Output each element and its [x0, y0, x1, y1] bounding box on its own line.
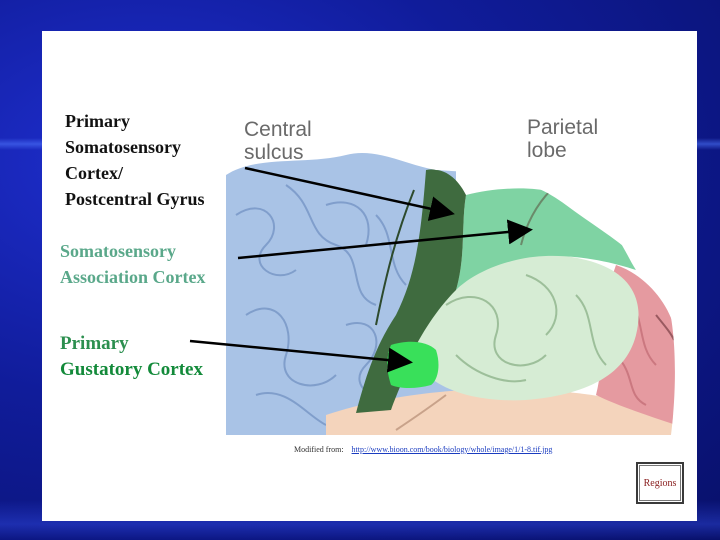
- primary-somatosensory-line4: Postcentral Gyrus: [65, 189, 205, 209]
- association-line1: Somatosensory: [60, 241, 176, 261]
- credit-link[interactable]: http://www.bioon.com/book/biology/whole/…: [351, 445, 553, 454]
- gustatory-line1: Primary: [60, 333, 129, 354]
- somatosensory-association-label: Somatosensory Association Cortex: [60, 238, 205, 290]
- image-credit: Modified from: http://www.bioon.com/book…: [294, 445, 552, 454]
- parietal-lobe-label: Parietal lobe: [527, 116, 598, 162]
- temporal-fold-line: [395, 394, 447, 431]
- central-sulcus-label: Central sulcus: [244, 118, 312, 164]
- primary-somatosensory-line1: Primary: [65, 111, 130, 131]
- credit-prefix: Modified from:: [294, 445, 344, 454]
- parietal-lobe-line2: lobe: [527, 139, 567, 162]
- gustatory-cortex: [387, 341, 439, 388]
- primary-somatosensory-line2: Somatosensory: [65, 137, 181, 157]
- regions-button-label: Regions: [639, 465, 681, 501]
- association-line2: Association Cortex: [60, 267, 206, 287]
- primary-somatosensory-line3: Cortex/: [65, 163, 123, 183]
- parietal-lobe: [411, 253, 639, 401]
- regions-button[interactable]: Regions: [636, 462, 684, 504]
- central-sulcus-line2: sulcus: [244, 141, 304, 164]
- occipital-pointer-line: [655, 314, 675, 341]
- primary-gustatory-label: Primary Gustatory Cortex: [60, 331, 203, 383]
- temporal-lobe: [326, 388, 675, 435]
- parietal-lobe-line1: Parietal: [527, 116, 599, 139]
- primary-somatosensory-label: Primary Somatosensory Cortex/ Postcentra…: [65, 108, 204, 212]
- parietal-gyri: [445, 274, 607, 383]
- central-sulcus-line1: Central: [244, 118, 312, 141]
- gustatory-line2: Gustatory Cortex: [60, 359, 203, 380]
